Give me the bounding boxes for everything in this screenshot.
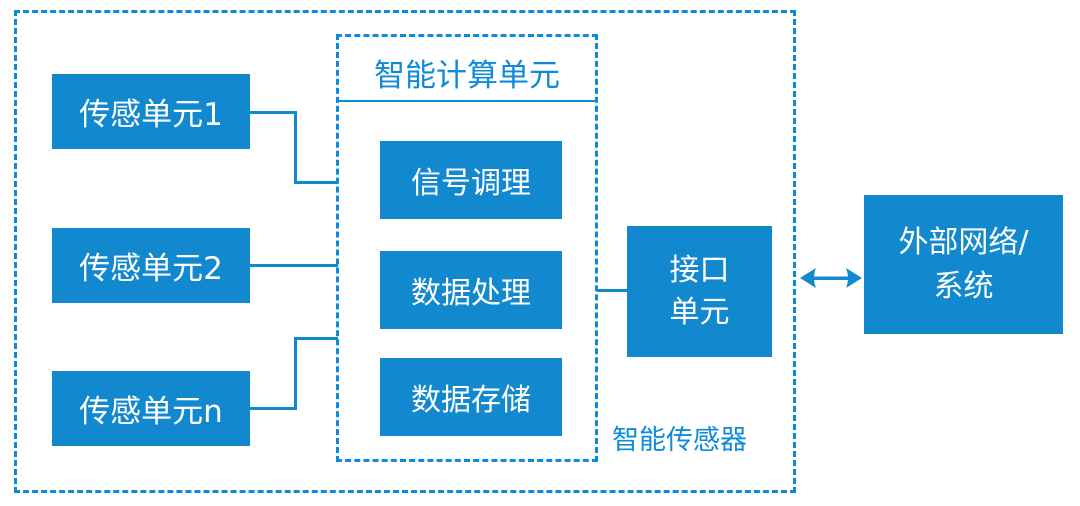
connector-sensorn-segment-vertical [294, 337, 297, 410]
external-network-block[interactable]: 外部网络/ 系统 [864, 195, 1063, 334]
sensor-unit-2-block[interactable]: 传感单元2 [52, 228, 250, 303]
connector-sensor1-segment-horizontal-top [250, 111, 297, 114]
interface-unit-block[interactable]: 接口 单元 [627, 226, 772, 357]
compute-unit-header-divider [338, 100, 596, 102]
sensor-unit-1-block[interactable]: 传感单元1 [52, 74, 250, 149]
connector-sensor1-segment-horizontal-bottom [294, 181, 338, 184]
double-arrow-icon [800, 268, 862, 288]
connector-sensorn-segment-horizontal-bottom [250, 407, 297, 410]
compute-unit-boundary [336, 34, 598, 462]
compute-unit-title: 智能计算单元 [374, 58, 560, 94]
sensor-unit-n-block[interactable]: 传感单元n [52, 371, 250, 446]
connector-sensor2-segment-horizontal [250, 264, 338, 267]
connector-sensorn-segment-horizontal-top [294, 337, 338, 340]
data-storage-block[interactable]: 数据存储 [380, 358, 562, 436]
connector-compute-to-interface [597, 289, 629, 292]
smart-sensor-boundary [14, 10, 796, 493]
connector-sensor1-segment-vertical [294, 111, 297, 184]
signal-conditioning-block[interactable]: 信号调理 [380, 141, 562, 219]
smart-sensor-title: 智能传感器 [612, 425, 747, 456]
data-processing-block[interactable]: 数据处理 [380, 251, 562, 329]
